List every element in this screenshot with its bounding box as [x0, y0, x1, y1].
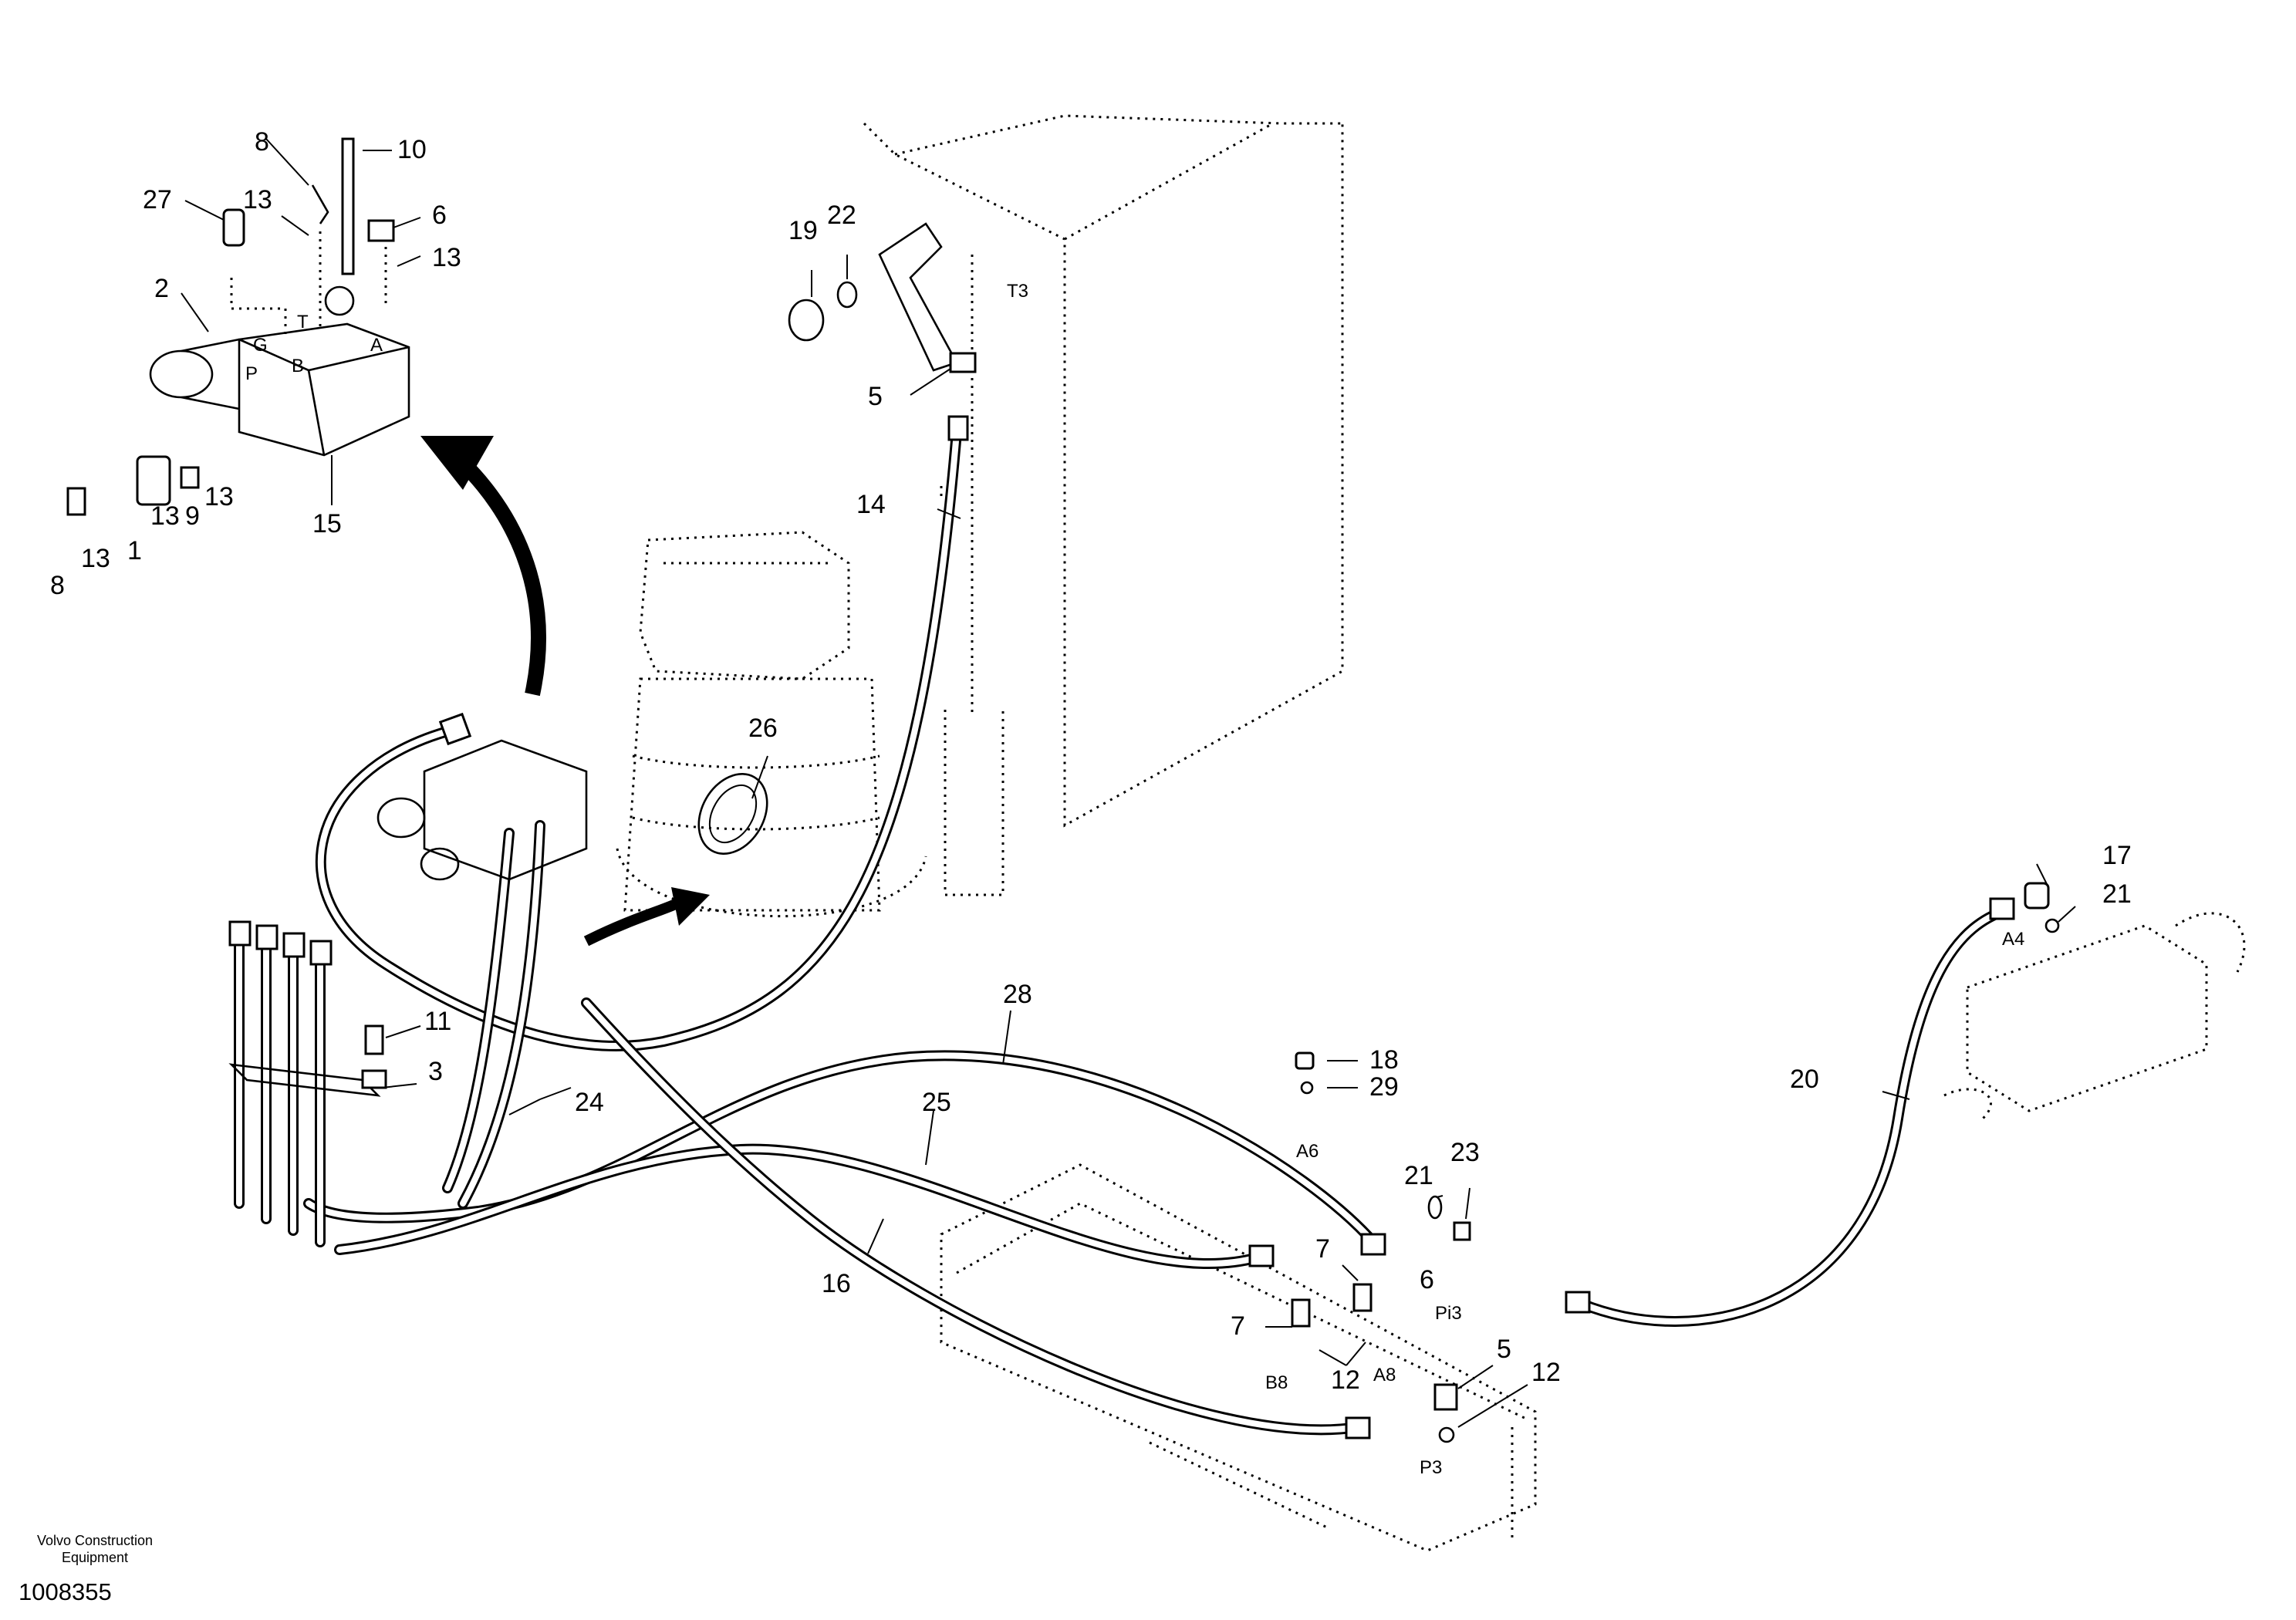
port-a: A: [370, 335, 383, 356]
swing-motor-outline: [616, 531, 1004, 918]
port-b: B: [292, 356, 304, 376]
callout-13-c: 13: [204, 482, 234, 511]
callout-27: 26: [748, 714, 778, 743]
tank-pipe: [878, 222, 958, 372]
callout-21-a: 21: [1404, 1161, 1433, 1190]
tube-clamp: [228, 1063, 387, 1097]
callout-7-a: 7: [1315, 1234, 1330, 1264]
hose-fittings: [228, 415, 2015, 1439]
fitting-5: [1433, 1383, 1458, 1411]
callout-labels: 8 10 27 13 6 13 2 15 13 13 13 9 1 8 19 2…: [50, 127, 2132, 1395]
callout-13-d: 13: [150, 501, 180, 531]
callout-13-e: 13: [81, 544, 110, 573]
port-p: P: [245, 363, 258, 384]
callout-8-top: 8: [255, 127, 269, 157]
port-t3: T3: [1007, 281, 1028, 302]
cap-19: [788, 299, 825, 342]
callout-18: 18: [1369, 1045, 1399, 1075]
bolt-11: [364, 1024, 384, 1055]
callout-20: 20: [1790, 1065, 1819, 1094]
port-t: T: [297, 312, 309, 332]
port-g: G: [253, 335, 268, 356]
callout-7-b: 7: [1231, 1311, 1245, 1341]
ring-22: [836, 281, 858, 309]
exploded-valve-block: [66, 137, 410, 516]
callout-9: 9: [185, 501, 200, 531]
footer: Volvo Construction Equipment 1008355: [14, 1532, 199, 1606]
callout-3: 3: [428, 1057, 443, 1086]
seal-27-inner: [708, 785, 758, 843]
callout-1: 1: [127, 536, 142, 565]
callout-6-a: 6: [432, 201, 447, 230]
callout-16: 16: [822, 1269, 851, 1298]
callout-29: 29: [1369, 1072, 1399, 1102]
curved-arrows: [420, 436, 710, 947]
hose-assembly-group: [234, 427, 2011, 1436]
plug-18: [1295, 1051, 1315, 1070]
callout-19: 19: [788, 216, 818, 245]
callout-12-a: 12: [1331, 1365, 1360, 1395]
callout-26: 28: [1003, 980, 1032, 1009]
callout-4: 5: [868, 382, 883, 411]
fitting-7-a: [1291, 1298, 1311, 1328]
port-labels: T G B A P T3 A6 A8 B8 Pi3 P3 A4: [245, 281, 2024, 1478]
callout-24: 24: [575, 1088, 604, 1117]
elbow-4: [949, 352, 977, 373]
callout-5: 5: [1497, 1335, 1511, 1364]
company-name: Volvo Construction Equipment: [36, 1533, 154, 1565]
leader-lines: [181, 138, 2076, 1428]
port-pi3: Pi3: [1435, 1303, 1462, 1324]
control-valve-block-right: [1943, 912, 2246, 1120]
callout-21-b: 21: [2102, 879, 2132, 909]
port-a6: A6: [1296, 1141, 1319, 1162]
callout-10: 10: [397, 135, 427, 164]
valve-body-outline: [940, 1163, 1537, 1552]
callout-8-bottom: 8: [50, 571, 65, 600]
callout-23: 23: [1450, 1138, 1480, 1167]
callout-14: 14: [856, 490, 886, 519]
o-ring-21: [1427, 1195, 1443, 1220]
fitting-7-b: [1352, 1283, 1373, 1312]
callout-13-b: 13: [432, 243, 461, 272]
seal-27: [697, 773, 768, 855]
installed-valve: [376, 739, 588, 881]
callout-11: 11: [424, 1007, 451, 1036]
callout-6-b: 6: [1420, 1265, 1434, 1294]
port-a8: A8: [1373, 1365, 1396, 1385]
document-number: 1008355: [19, 1578, 112, 1605]
callout-22: 22: [827, 201, 856, 230]
callout-15: 15: [312, 509, 342, 538]
elbow-17: [2024, 882, 2050, 910]
callout-2: 2: [154, 274, 169, 303]
port-b8: B8: [1265, 1372, 1288, 1393]
background-frame: [863, 114, 1344, 828]
o-ring-12: [1438, 1426, 1455, 1443]
plug-23: [1453, 1221, 1471, 1241]
callout-12-b: 12: [1531, 1358, 1561, 1387]
port-a4: A4: [2002, 929, 2024, 950]
o-ring-21-b: [2044, 918, 2060, 933]
callout-28: 27: [143, 185, 172, 214]
callout-25: 25: [922, 1088, 951, 1117]
callout-13-a: 13: [243, 185, 272, 214]
callout-17: 17: [2102, 841, 2132, 870]
port-p3: P3: [1420, 1457, 1442, 1478]
o-ring-29: [1300, 1081, 1314, 1095]
